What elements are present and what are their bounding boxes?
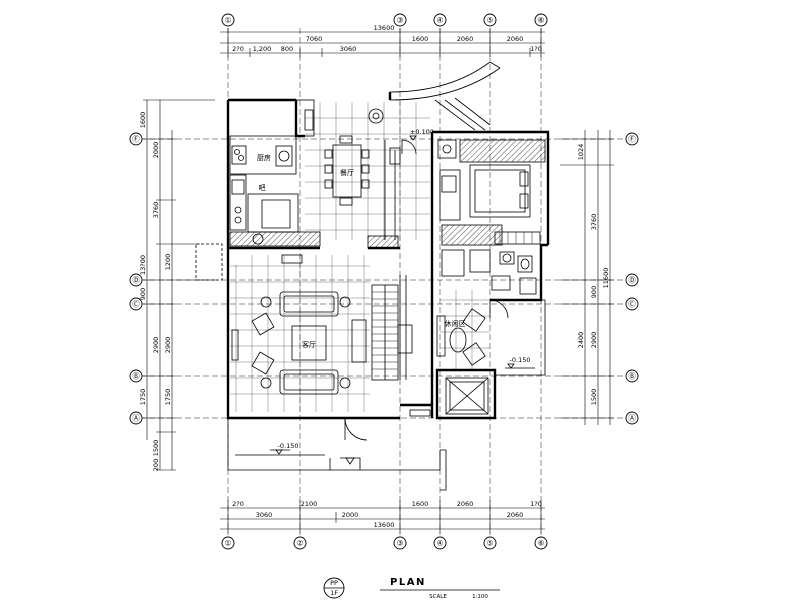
level-mark: ±0.100 — [410, 128, 434, 136]
grid-row-label: Ⓒ — [628, 300, 636, 309]
grid-col-label: ⑥ — [538, 539, 545, 548]
drawing-title: PLAN — [390, 577, 426, 588]
room-label-dining: 餐厅 — [340, 168, 354, 177]
scale-value: 1:100 — [472, 594, 488, 600]
bedroom-area — [437, 139, 546, 246]
dim-left: 1500 — [152, 440, 160, 457]
row-bubbles-right: Ⓕ Ⓓ Ⓒ Ⓑ Ⓐ — [625, 132, 639, 425]
grid-col-label: ④ — [437, 16, 444, 25]
dim-top-sub: 800 — [281, 45, 293, 53]
dim-top-sub: 2?0 — [232, 45, 244, 53]
dim-left-outer: 13?00 — [139, 255, 147, 275]
axis-lines-columns — [227, 28, 542, 535]
dim-top: 2060 — [507, 35, 524, 43]
dim-bottom: 1600 — [412, 500, 429, 508]
corridor-partitions — [367, 139, 417, 249]
grid-row-label: Ⓐ — [628, 414, 636, 423]
bathroom-area — [441, 249, 537, 319]
dimension-chain-right: 1024 3760 900 2400 1500 11600 2900 — [560, 130, 614, 425]
scale-label: SCALE — [429, 594, 447, 600]
dim-left: 2900 — [152, 337, 160, 354]
dimension-chain-left: 1600 2000 3760 1200 2900 1750 1500 200 1… — [139, 99, 215, 471]
grid-row-label: Ⓓ — [628, 276, 636, 285]
dim-right-outer: 2900 — [590, 332, 598, 349]
dim-left: 1200 — [164, 254, 172, 271]
room-label-living: 客厅 — [302, 340, 316, 349]
grid-col-label: ⑥ — [538, 16, 545, 25]
kitchen-area — [229, 99, 321, 247]
dim-bottom: 2100 — [301, 500, 318, 508]
dim-right: 2400 — [577, 332, 585, 349]
grid-row-label: Ⓓ — [132, 276, 140, 285]
grid-col-label: ③ — [397, 16, 404, 25]
grid-col-label: ⑤ — [487, 539, 494, 548]
row-bubbles-left: Ⓕ Ⓓ Ⓒ Ⓑ Ⓐ — [129, 132, 143, 425]
room-label-kitchen: 厨房 — [257, 153, 271, 162]
dim-bottom: 2060 — [457, 500, 474, 508]
room-label-pantry: 吧 — [259, 184, 266, 192]
bay-window-left — [195, 243, 223, 281]
grid-row-label: Ⓑ — [132, 372, 140, 381]
room-label-lounge: 休闲区 — [445, 319, 466, 328]
dim-right-outer: 11600 — [602, 268, 610, 289]
dim-left: 3760 — [152, 202, 160, 219]
living-room-furniture — [231, 254, 431, 417]
dining-area — [304, 108, 384, 206]
grid-row-label: Ⓕ — [132, 135, 140, 144]
dim-left: 200 — [152, 459, 160, 471]
dim-top: 1600 — [412, 35, 429, 43]
grid-row-label: Ⓑ — [628, 372, 636, 381]
dim-left-outer: 1750 — [139, 389, 147, 406]
title-block: PP 1F PLAN SCALE 1:100 — [323, 577, 500, 600]
dim-top-sub: 1,200 — [253, 45, 272, 53]
dim-right: 3760 — [590, 214, 598, 231]
dim-bottom: 2000 — [342, 511, 359, 519]
dim-left: 1600 — [139, 112, 147, 129]
dim-right: 1500 — [590, 389, 598, 406]
dim-right: 900 — [590, 286, 598, 298]
column-bubbles-top: ① ③ ④ ⑤ ⑥ — [221, 13, 548, 27]
dim-bottom-sub: 2?0 — [232, 500, 244, 508]
staircase — [371, 275, 407, 381]
entrance-canopy — [389, 61, 501, 131]
drawing-badge-bottom: 1F — [330, 589, 338, 597]
dim-top-sub: 1?0 — [530, 45, 542, 53]
grid-col-label: ④ — [437, 539, 444, 548]
terrace-outline — [227, 417, 447, 491]
dim-left-outer: 900 — [139, 288, 147, 300]
drawing-badge-top: PP — [330, 579, 338, 587]
level-markers: ±0.100 -0.150 -0.150 — [275, 128, 531, 465]
dim-top: 7060 — [306, 35, 323, 43]
dim-bottom-sub: 1?0 — [530, 500, 542, 508]
floor-tile-grid — [230, 102, 490, 412]
dim-left: 2000 — [152, 142, 160, 159]
grid-col-label: ① — [225, 16, 232, 25]
dimension-chain-bottom: 2?0 1?0 3060 2100 2000 1600 2060 2060 13… — [220, 500, 545, 533]
dim-bottom: 3060 — [256, 511, 273, 519]
grid-col-label: ⑤ — [487, 16, 494, 25]
grid-row-label: Ⓒ — [132, 300, 140, 309]
dim-left: 1750 — [164, 389, 172, 406]
dim-bottom: 2060 — [507, 511, 524, 519]
dim-left-outer: 2900 — [164, 337, 172, 354]
grid-col-label: ③ — [397, 539, 404, 548]
dim-total-bottom: 13600 — [374, 521, 395, 529]
dim-total-top: 13600 — [374, 24, 395, 32]
dim-top-sub: 3060 — [340, 45, 357, 53]
column-bubbles-bottom: ① ② ③ ④ ⑤ ⑥ — [221, 536, 548, 550]
grid-row-label: Ⓕ — [628, 135, 636, 144]
level-mark: -0.150 — [510, 356, 531, 364]
level-mark: -0.150 — [278, 442, 299, 450]
dimension-chain-top: 13600 7060 1600 2060 2060 2?0 1,200 800 … — [220, 24, 545, 57]
dim-top: 2060 — [457, 35, 474, 43]
dim-right: 1024 — [577, 144, 585, 161]
grid-col-label: ② — [297, 539, 304, 548]
grid-col-label: ① — [225, 539, 232, 548]
grid-row-label: Ⓐ — [132, 414, 140, 423]
lounge-area — [436, 299, 546, 415]
